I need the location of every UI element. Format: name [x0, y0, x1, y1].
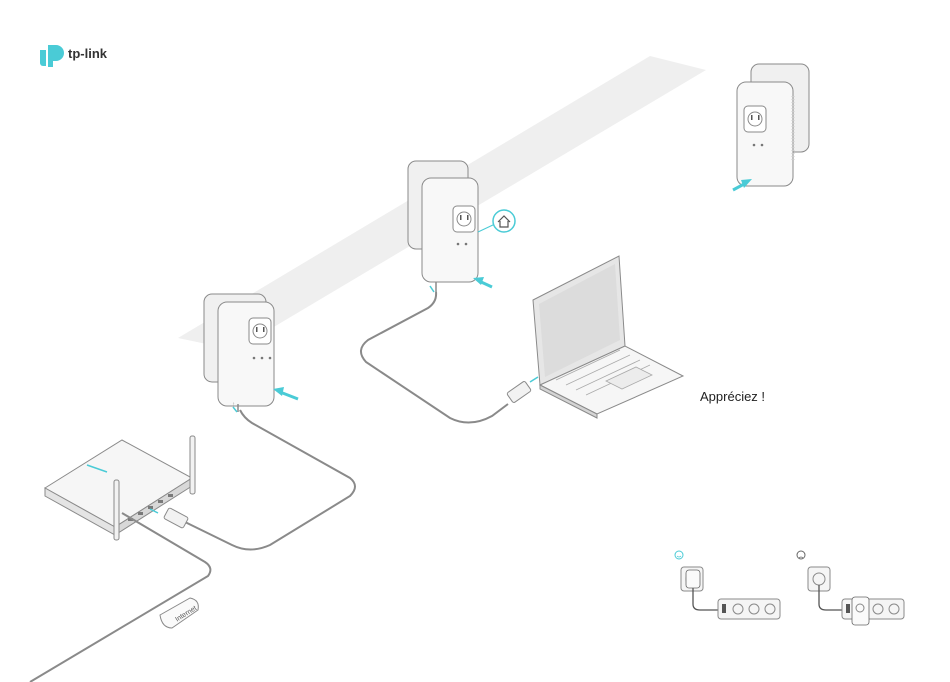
arrow-icon-2 [473, 277, 492, 287]
misplaced-adapter [852, 597, 869, 625]
internet-cable [30, 513, 210, 682]
brand-logo: tp-link [40, 45, 108, 67]
outlet-icon-2 [453, 206, 475, 232]
ethernet-cable-laptop [361, 292, 508, 423]
brand-name: tp-link [68, 46, 108, 61]
arrow-icon [273, 387, 298, 399]
outlet-icon-3 [744, 106, 766, 132]
ethernet-cable-router [185, 410, 355, 550]
router-antenna-left [114, 480, 119, 540]
smile-icon [675, 551, 683, 559]
laptop [533, 256, 683, 418]
powerline-adapter-2 [408, 161, 478, 292]
tp-link-logo-icon [40, 45, 64, 67]
tip-correct [675, 551, 780, 619]
enjoy-label: Appréciez ! [700, 389, 765, 404]
outlet-icon [249, 318, 271, 344]
ethernet-plug-router [150, 508, 189, 529]
powerline-adapter-1: ↑ [204, 294, 274, 412]
powerline-adapter-3 [737, 64, 809, 186]
frown-icon [797, 551, 805, 559]
router-antenna-right [190, 436, 195, 494]
router [45, 436, 195, 540]
home-icon [493, 210, 515, 232]
internet-tag: Internet [160, 598, 198, 628]
ethernet-plug-laptop [507, 377, 538, 403]
tip-incorrect [797, 551, 904, 625]
